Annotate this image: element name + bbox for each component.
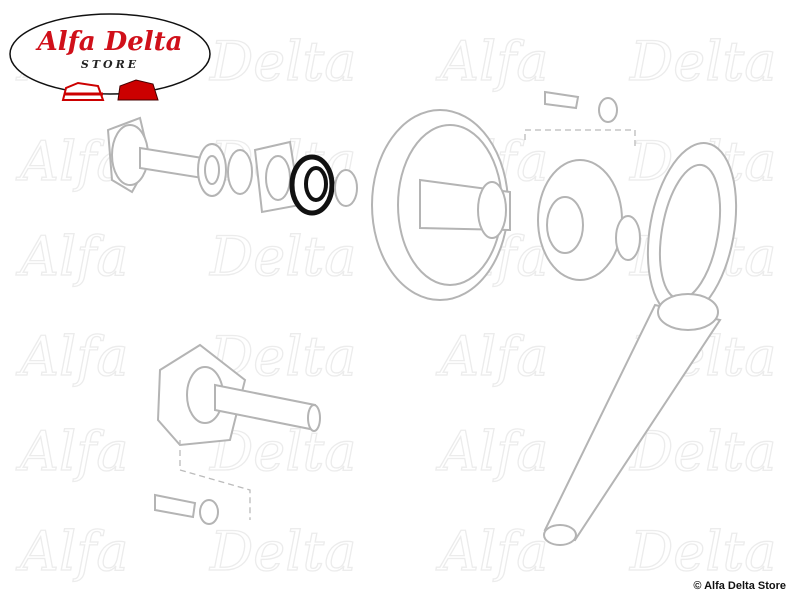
car-icon [117, 79, 159, 101]
svg-text:Alfa: Alfa [435, 325, 548, 388]
svg-text:Alfa: Alfa [15, 325, 128, 388]
axle-shaft-lower[interactable] [156, 343, 321, 447]
pinion-shaft[interactable] [543, 293, 722, 546]
car-icon [61, 81, 105, 101]
svg-text:Alfa: Alfa [15, 420, 128, 483]
svg-text:Alfa: Alfa [435, 420, 548, 483]
svg-text:Delta: Delta [629, 30, 776, 93]
copyright-text: © Alfa Delta Store [693, 580, 786, 592]
svg-text:Alfa: Alfa [15, 225, 128, 288]
oil-seal-highlighted[interactable] [289, 154, 335, 216]
svg-text:Delta: Delta [209, 30, 356, 93]
differential-carrier[interactable] [537, 159, 641, 281]
seal-ring[interactable] [334, 169, 358, 207]
svg-text:Delta: Delta [629, 420, 776, 483]
bolt-lower[interactable] [154, 440, 251, 525]
bolt-upper[interactable] [524, 90, 636, 150]
svg-text:Alfa: Alfa [435, 30, 548, 93]
svg-text:Delta: Delta [629, 520, 776, 583]
bearing-housing-flange[interactable] [253, 140, 302, 214]
svg-text:Alfa: Alfa [435, 520, 548, 583]
axle-shaft-upper[interactable] [106, 116, 216, 194]
logo-subtitle-text: STORE [81, 58, 139, 71]
svg-text:Alfa: Alfa [15, 520, 128, 583]
svg-text:Delta: Delta [209, 225, 356, 288]
differential-housing[interactable] [371, 109, 511, 301]
bearing-upper[interactable] [197, 143, 253, 197]
logo-brand-text: Alfa Delta [35, 27, 183, 57]
svg-text:Delta: Delta [209, 520, 356, 583]
alfa-delta-store-logo[interactable]: Alfa Delta STORE [8, 8, 212, 102]
logo-graphic: Alfa Delta STORE [9, 13, 211, 101]
